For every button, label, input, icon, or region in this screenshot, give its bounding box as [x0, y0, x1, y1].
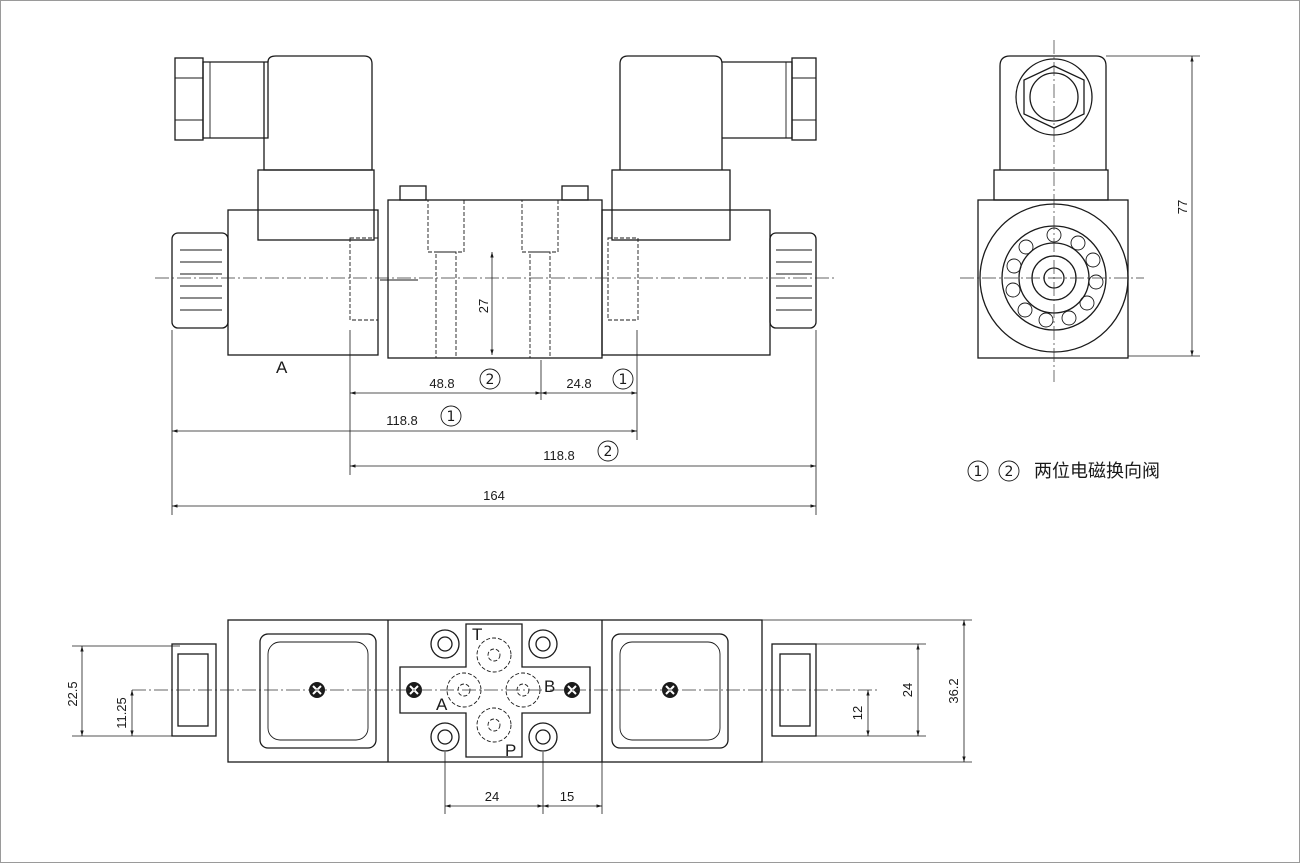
top-body-outline: [227, 619, 763, 763]
dim-22-5-label: 22.5: [65, 681, 80, 706]
legend-text: 两位电磁换向阀: [1034, 461, 1160, 482]
left-connector: [174, 55, 375, 241]
dim-118-8-a-label: 118.8: [386, 413, 418, 428]
side-view: 77: [960, 40, 1200, 382]
dim-11-25-label: 11.25: [114, 697, 129, 729]
legend-mark-1: 1: [974, 464, 983, 480]
mark-2-circle: [479, 368, 501, 390]
legend-mark-2: 2: [1005, 464, 1014, 480]
dim-164-label: 164: [483, 488, 505, 503]
dim-15-label: 15: [560, 789, 574, 804]
valve-body: [380, 185, 603, 359]
port-plate: [399, 623, 591, 758]
right-solenoid: [601, 209, 817, 356]
mark-2-circle: [597, 440, 619, 462]
dim-24-bottom-label: 24: [485, 789, 499, 804]
mark-2-label: 2: [486, 372, 495, 388]
mark-1-circle: [440, 405, 462, 427]
dim-24-8-label: 24.8: [566, 376, 591, 391]
mounting-bolts: [430, 629, 558, 752]
top-view: T A B P 22.5 11.25 12 24 36.2 24 15: [65, 619, 972, 814]
label-a: A: [276, 358, 288, 377]
port-t-label: T: [472, 625, 482, 644]
port-p-label: P: [505, 741, 516, 760]
dim-77-label: 77: [1175, 200, 1190, 214]
front-view: 27 A 48.8 2 24.8 1 118.8 1 118.8 2 164: [155, 55, 836, 515]
mark-1-label: 1: [447, 409, 456, 425]
mark-1-circle: [612, 368, 634, 390]
dim-36-2-label: 36.2: [946, 678, 961, 703]
mark-1-label: 1: [619, 372, 628, 388]
right-connector: [611, 55, 817, 241]
port-a-label: A: [436, 695, 448, 714]
dim-27-label: 27: [476, 299, 491, 313]
dim-12-label: 12: [850, 706, 865, 720]
dim-118-8-b-label: 118.8: [543, 448, 575, 463]
dim-48-8-label: 48.8: [429, 376, 454, 391]
legend: 1 2 两位电磁换向阀: [967, 460, 1160, 482]
port-b-label: B: [544, 677, 555, 696]
left-solenoid: [171, 209, 379, 356]
mark-2-label: 2: [604, 444, 613, 460]
dim-24-right-label: 24: [900, 683, 915, 697]
